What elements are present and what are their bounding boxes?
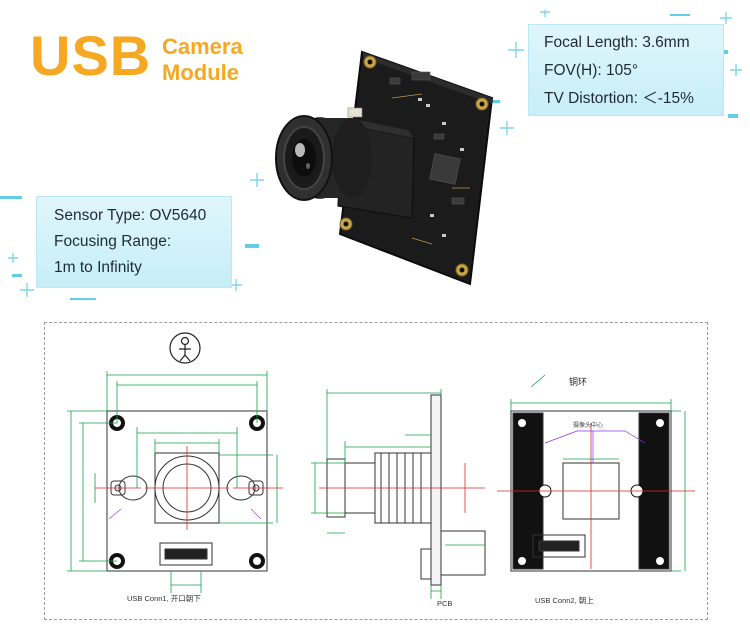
front-callouts: [108, 508, 262, 520]
back-dimensions: [510, 374, 686, 572]
caption-back-view: USB Conn2, 朝上: [535, 596, 594, 605]
front-dimensions: [67, 371, 278, 593]
front-center-marks: [95, 446, 283, 530]
spec-box-sensor: Sensor Type: OV5640 Focusing Range: 1m t…: [36, 196, 232, 288]
title-camera: Camera: [162, 34, 243, 59]
side-center-mark: [319, 463, 485, 513]
back-callouts: [544, 430, 646, 463]
spec-fov: FOV(H): 105°: [544, 62, 639, 79]
side-view: [326, 394, 486, 586]
title-subtitle: Camera Module: [162, 34, 243, 86]
title-usb: USB: [30, 24, 152, 87]
ring-label: 铜环: [569, 376, 587, 387]
caption-side-view: PCB: [437, 599, 453, 608]
camera-module-image: [275, 50, 494, 286]
spec-focusing-range-value: 1m to Infinity: [54, 259, 142, 276]
center-label: 摄像头中心: [573, 421, 603, 429]
mechanical-drawing: 铜环 摄像头中心 USB Conn1, 开口朝下 PCB USB Conn2, …: [44, 322, 708, 620]
sparkle-decoration: [0, 173, 264, 300]
spec-focal-length: Focal Length: 3.6mm: [544, 34, 690, 51]
orientation-person-icon: [169, 332, 201, 364]
spec-focusing-range-label: Focusing Range:: [54, 233, 172, 250]
back-center-marks: [497, 423, 695, 569]
spec-tv-distortion: TV Distortion: ＜-15%: [544, 90, 694, 107]
spec-box-optics: Focal Length: 3.6mm FOV(H): 105° TV Dist…: [528, 24, 724, 116]
spec-sensor-type: Sensor Type: OV5640: [54, 207, 207, 224]
drawing-canvas: 铜环 摄像头中心: [67, 332, 695, 599]
side-dimensions: [311, 389, 485, 599]
caption-front-view: USB Conn1, 开口朝下: [127, 594, 201, 603]
title-module: Module: [162, 60, 239, 85]
